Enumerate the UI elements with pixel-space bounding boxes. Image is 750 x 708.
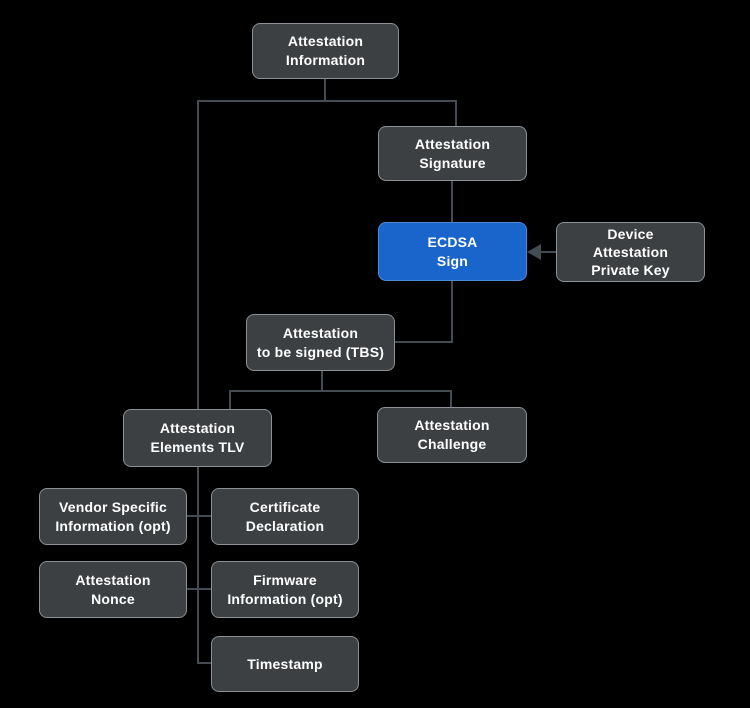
connector-info-branch [197,100,457,102]
connector-to-challenge [450,390,452,409]
connector-tlv-trunk [197,467,199,664]
connector-stub-row2 [187,588,211,590]
connector-ecdsa-to-tbs [395,341,453,343]
node-attestation-nonce: Attestation Nonce [39,561,187,618]
connector-stub-row1 [187,515,211,517]
connector-tbs-branch [229,390,452,392]
node-vendor-specific-information: Vendor Specific Information (opt) [39,488,187,545]
node-attestation-information: Attestation Information [252,23,399,79]
node-ecdsa-sign: ECDSA Sign [378,222,527,281]
node-attestation-elements-tlv: Attestation Elements TLV [123,409,272,467]
node-firmware-information: Firmware Information (opt) [211,561,359,618]
connector-to-signature [455,100,457,128]
connector-key-to-ecdsa [540,251,556,253]
node-attestation-signature: Attestation Signature [378,126,527,181]
node-attestation-to-be-signed-tbs: Attestation to be signed (TBS) [246,314,395,371]
connector-stub-timestamp [197,662,211,664]
connector-to-tlv [229,390,231,411]
node-timestamp: Timestamp [211,636,359,692]
node-device-attestation-private-key: Device Attestation Private Key [556,222,705,282]
connector-signature-to-ecdsa [451,181,453,224]
connector-left-trunk [197,100,199,411]
arrowhead-left-icon [527,244,541,260]
node-attestation-challenge: Attestation Challenge [377,407,527,463]
connector-info-trunk [324,79,326,102]
connector-tbs-trunk [321,371,323,392]
node-certificate-declaration: Certificate Declaration [211,488,359,545]
connector-ecdsa-down [451,281,453,343]
